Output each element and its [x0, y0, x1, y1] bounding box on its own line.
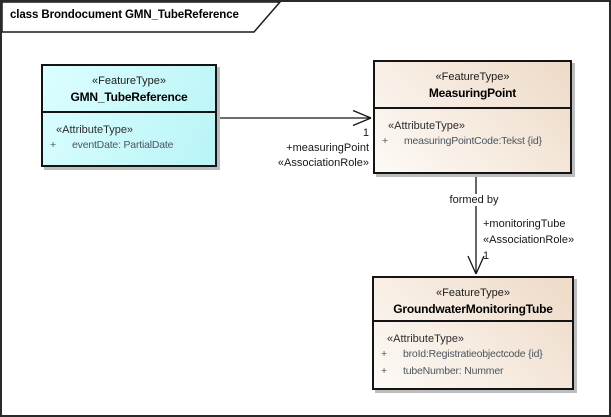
class-box-gmn-tubereference[interactable]: «FeatureType» GMN_TubeReference «Attribu… [41, 64, 217, 167]
attribute-compartment: «AttributeType» + broId:Registratieobject… [374, 333, 572, 380]
class-box-measuringpoint[interactable]: «FeatureType» MeasuringPoint «AttributeT… [373, 60, 572, 174]
role-label: +measuringPoint [286, 142, 369, 154]
class-box-groundwatermonitoringtube[interactable]: «FeatureType» GroundwaterMonitoringTube … [372, 276, 574, 390]
attribute-row: + tubeNumber: Nummer [374, 363, 572, 380]
attribute-text: tubeNumber: Nummer [403, 365, 504, 377]
association-stereotype-label: «AssociationRole» [277, 157, 369, 169]
visibility-marker: + [50, 139, 56, 151]
multiplicity-label: 1 [483, 250, 490, 262]
connector-monitoring-tube-association[interactable] [467, 174, 485, 275]
stereotype-label: «FeatureType» [436, 287, 510, 299]
class-header: «FeatureType» GroundwaterMonitoringTube [374, 278, 572, 322]
attribute-stereotype-label: «AttributeType» [387, 333, 465, 345]
measuring-point-association-labels: 1 +measuringPoint «AssociationRole» [169, 126, 369, 171]
stereotype-label: «FeatureType» [92, 75, 166, 87]
association-name-label: formed by [446, 194, 502, 206]
attribute-text: eventDate: PartialDate [72, 139, 174, 151]
monitoring-tube-association-labels: +monitoringTube «AssociationRole» 1 [483, 216, 574, 264]
frame-title-tab [2, 2, 281, 33]
attribute-stereotype-label: «AttributeType» [388, 120, 466, 132]
multiplicity-label: 1 [362, 127, 369, 139]
association-stereotype-label: «AssociationRole» [483, 234, 575, 246]
visibility-marker: + [381, 348, 387, 360]
attribute-compartment: «AttributeType» + eventDate: PartialDate [43, 124, 215, 154]
diagram-title: class Brondocument GMN_TubeReference [10, 9, 239, 21]
attribute-text: measuringPointCode:Tekst {id} [404, 135, 542, 147]
role-label: +monitoringTube [483, 218, 566, 230]
stereotype-label: «FeatureType» [435, 71, 510, 83]
class-name: GMN_TubeReference [70, 90, 188, 104]
class-header: «FeatureType» GMN_TubeReference [43, 66, 215, 113]
attribute-row: + measuringPointCode:Tekst {id} [375, 133, 570, 150]
attribute-row: + eventDate: PartialDate [43, 137, 215, 154]
attribute-row: + broId:Registratieobjectcode {id} [374, 346, 572, 363]
class-name: GroundwaterMonitoringTube [393, 302, 553, 316]
attribute-text: broId:Registratieobjectcode {id} [403, 348, 543, 360]
attribute-stereotype-label: «AttributeType» [56, 124, 134, 136]
class-header: «FeatureType» MeasuringPoint [375, 62, 570, 109]
visibility-marker: + [381, 365, 387, 377]
class-name: MeasuringPoint [428, 86, 517, 100]
attribute-compartment: «AttributeType» + measuringPointCode:Teks… [375, 120, 570, 150]
connector-measuring-point-association[interactable] [217, 109, 372, 127]
visibility-marker: + [382, 135, 388, 147]
